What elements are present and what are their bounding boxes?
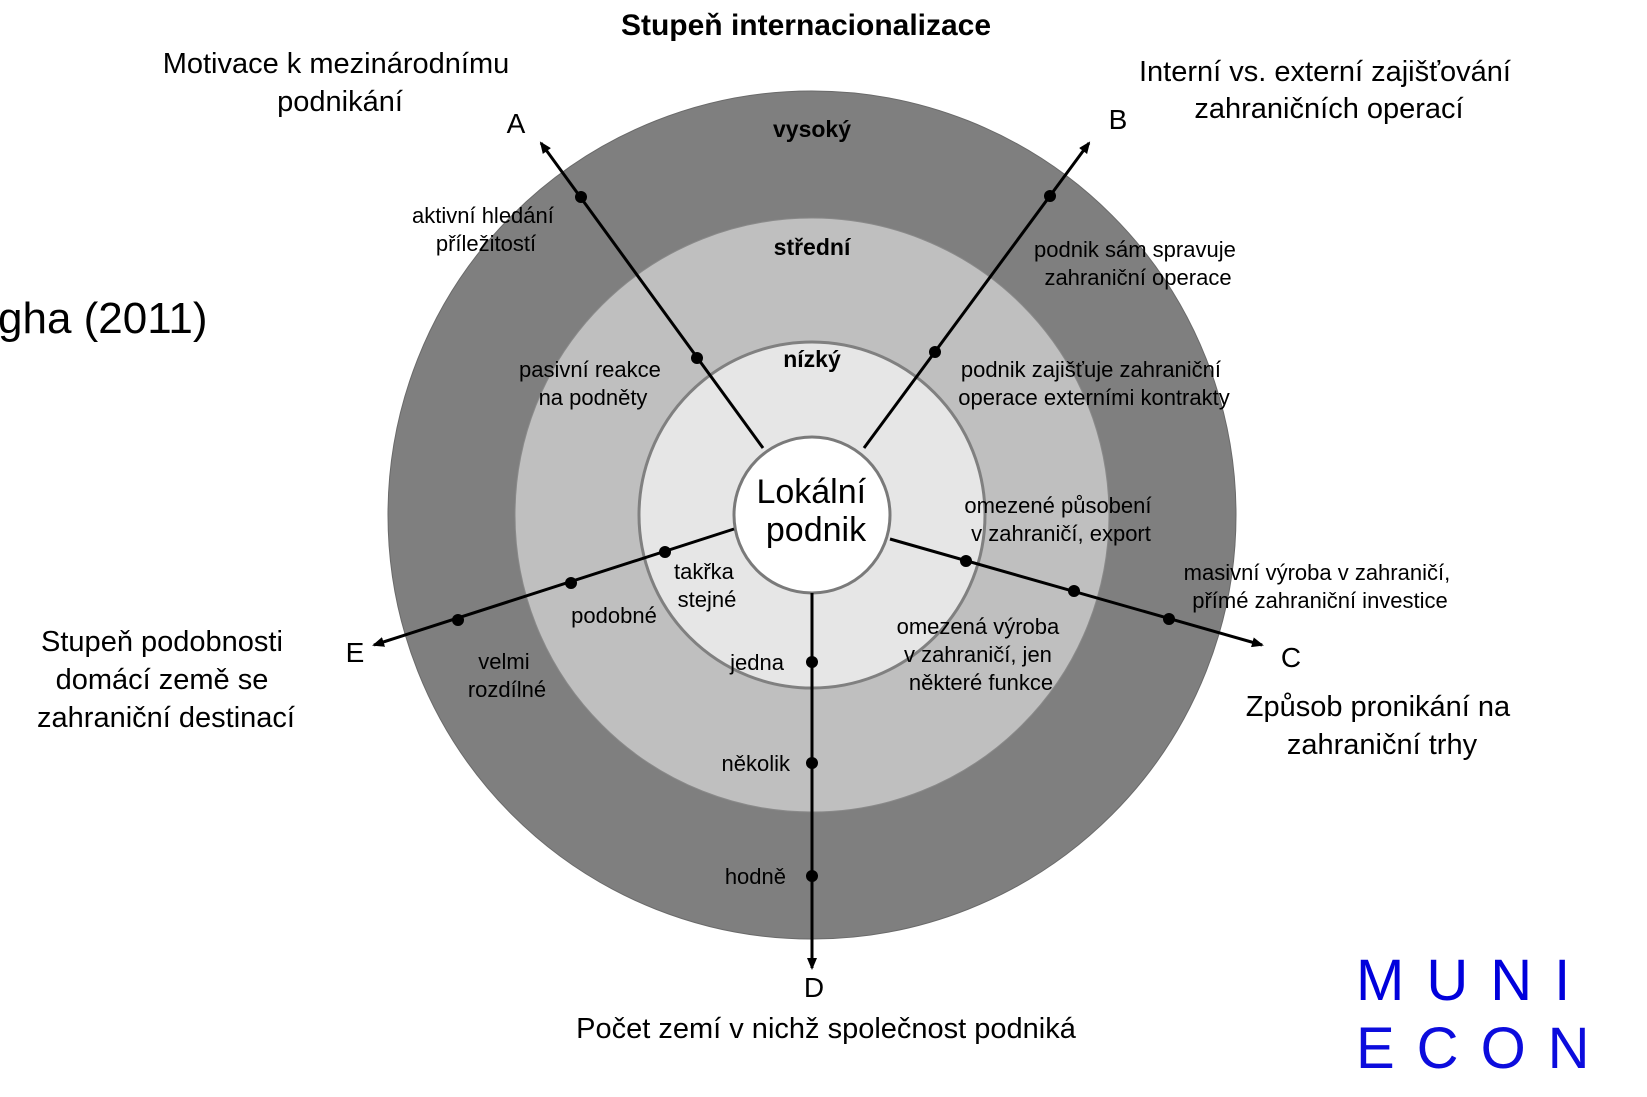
axis-b-dot-middle	[929, 346, 941, 358]
logo-line-muni: MUNI	[1356, 948, 1592, 1013]
ring-label-medium: střední	[774, 234, 852, 260]
axis-c-dot-inner	[960, 555, 972, 567]
axis-c-level-inner: omezené působení v zahraničí, export	[964, 493, 1157, 546]
axis-e-dimension: Stupeň podobnosti domácí země se zahrani…	[37, 626, 295, 734]
axis-e-level-middle: podobné	[571, 603, 657, 628]
axis-a-dimension: Motivace k mezinárodnímu podnikání	[163, 48, 518, 118]
axis-c-dot-outer	[1163, 613, 1175, 625]
axis-a-level-outer: aktivní hledání příležitostí	[412, 203, 560, 256]
axis-c-letter: C	[1281, 642, 1301, 673]
axis-c-dot-middle	[1068, 585, 1080, 597]
axis-d-level-inner: jedna	[729, 650, 785, 675]
axis-d-letter: D	[804, 972, 824, 1003]
logo-line-econ: ECON	[1356, 1016, 1612, 1081]
axis-e-dot-middle	[565, 577, 577, 589]
axis-e-dot-inner	[659, 546, 671, 558]
axis-e-level-inner: takřka stejné	[674, 559, 740, 612]
axis-d-dimension: Počet zemí v nichž společnost podniká	[576, 1013, 1077, 1045]
axis-d-dot-inner	[806, 656, 818, 668]
axis-b-letter: B	[1109, 104, 1128, 135]
ring-label-low: nízký	[783, 346, 841, 372]
center-label: Lokální podnik	[756, 473, 875, 549]
axis-a-letter: A	[507, 108, 526, 139]
axis-e-dot-outer	[452, 614, 464, 626]
axis-b-level-outer: podnik sám spravuje zahraniční operace	[1034, 237, 1242, 290]
axis-c-dimension: Způsob pronikání na zahraniční trhy	[1246, 691, 1518, 761]
axis-d-level-middle: několik	[722, 751, 791, 776]
axis-b-dot-outer	[1044, 190, 1056, 202]
axis-a-dot-middle	[691, 352, 703, 364]
axis-a-dot-outer	[575, 191, 587, 203]
citation-text: gha (2011)	[0, 294, 208, 343]
axis-e-letter: E	[346, 637, 365, 668]
axis-c-level-middle: omezená výroba v zahraničí, jen některé …	[897, 614, 1066, 695]
axis-e-line	[372, 527, 735, 647]
axis-c-level-outer: masivní výroba v zahraničí, přímé zahran…	[1184, 560, 1457, 613]
axis-b-level-middle: podnik zajišťuje zahraniční operace exte…	[958, 357, 1229, 410]
muni-econ-logo: MUNI ECON	[1356, 948, 1612, 1081]
axis-b-dimension: Interní vs. externí zajišťování zahranič…	[1139, 56, 1519, 125]
axis-e-level-outer: velmi rozdílné	[468, 649, 546, 702]
axis-a-level-middle: pasivní reakce na podněty	[519, 357, 667, 410]
axis-d-level-outer: hodně	[725, 864, 786, 889]
diagram-title: Stupeň internacionalizace	[621, 9, 991, 42]
axis-d-dot-middle	[806, 757, 818, 769]
axis-d-dot-outer	[806, 870, 818, 882]
ring-label-high: vysoký	[773, 116, 851, 142]
